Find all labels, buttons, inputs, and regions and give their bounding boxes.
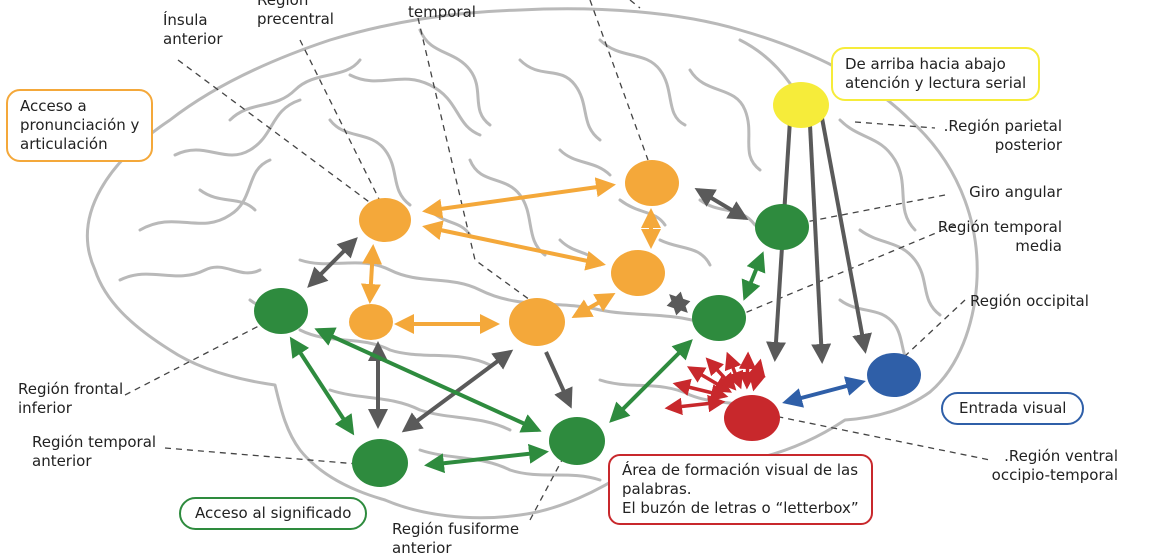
node-green-temporal-anterior [352,439,408,487]
leader-lines [124,0,991,521]
node-green-frontal [254,288,308,334]
node-orange-temporal-upper [625,160,679,206]
orange-arrows [360,177,661,334]
node-green-fusiforme [549,417,605,465]
green-arrows [289,251,766,474]
node-orange-precentral [359,198,411,242]
node-orange-insula [349,304,393,340]
label-temporal-top: temporal [408,3,476,21]
blue-arrow [782,376,866,408]
node-red-letterbox [724,395,780,441]
node-green-temporal-media [692,295,746,341]
red-arrows [664,351,766,416]
label-giro-angular: Giro angular [969,183,1062,201]
node-orange-temporal-mid [611,250,665,296]
node-yellow-parietal [773,82,829,128]
box-acceso-significado: Acceso al significado [179,497,368,530]
node-green-angular [755,204,809,250]
node-orange-center [509,298,565,346]
node-blue-occipital [867,353,921,397]
box-entrada-visual: Entrada visual [941,392,1085,425]
nodes [254,82,921,487]
label-region-occipital: Región occipital [970,292,1089,310]
